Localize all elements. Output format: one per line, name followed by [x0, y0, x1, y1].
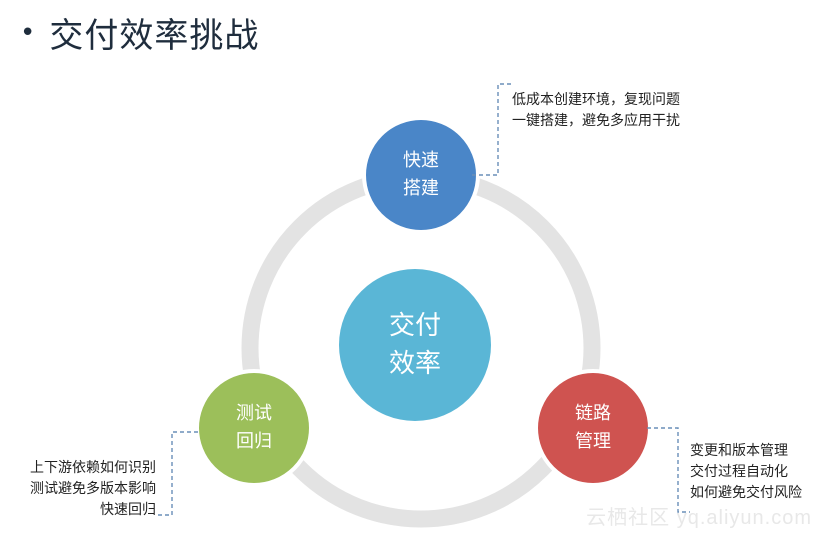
top-note-line: 低成本创建环境，复现问题: [512, 92, 680, 108]
left-circle-label: 测试 回归: [204, 393, 304, 463]
left-label-line2: 回归: [236, 431, 272, 452]
top-callout-line: [472, 83, 512, 176]
left-note-line: 快速回归: [100, 502, 156, 518]
right-label-line1: 链路: [575, 403, 611, 424]
left-note: 上下游依赖如何识别 测试避免多版本影响 快速回归: [30, 458, 156, 521]
title-text: 交付效率挑战: [49, 16, 260, 56]
right-note-line: 如何避免交付风险: [690, 485, 802, 501]
center-circle-label: 交付 效率: [345, 300, 485, 390]
center-label-line2: 效率: [388, 349, 441, 379]
left-callout-line: [158, 431, 198, 516]
right-note-line: 交付过程自动化: [690, 464, 788, 480]
top-label-line1: 快速: [403, 150, 439, 171]
top-circle: [362, 116, 480, 234]
center-label-line1: 交付: [388, 311, 441, 341]
top-note-line: 一键搭建，避免多应用干扰: [512, 113, 680, 129]
right-circle-label: 链路 管理: [543, 393, 643, 463]
top-label-line2: 搭建: [403, 178, 439, 199]
left-circle: [195, 369, 313, 487]
right-note-line: 变更和版本管理: [690, 443, 788, 459]
top-circle-label: 快速 搭建: [371, 140, 471, 210]
right-callout-line: [647, 427, 690, 513]
left-label-line1: 测试: [236, 403, 272, 424]
watermark: 云栖社区 yq.aliyun.com: [586, 507, 812, 529]
center-circle: [339, 269, 491, 421]
top-note: 低成本创建环境，复现问题 一键搭建，避免多应用干扰: [512, 90, 680, 132]
left-note-line: 测试避免多版本影响: [30, 481, 156, 497]
left-note-line: 上下游依赖如何识别: [30, 460, 156, 476]
bullet-icon: •: [20, 17, 36, 48]
right-label-line2: 管理: [575, 431, 611, 452]
slide-title: • 交付效率挑战: [20, 8, 259, 57]
right-note: 变更和版本管理 交付过程自动化 如何避免交付风险: [690, 441, 802, 504]
